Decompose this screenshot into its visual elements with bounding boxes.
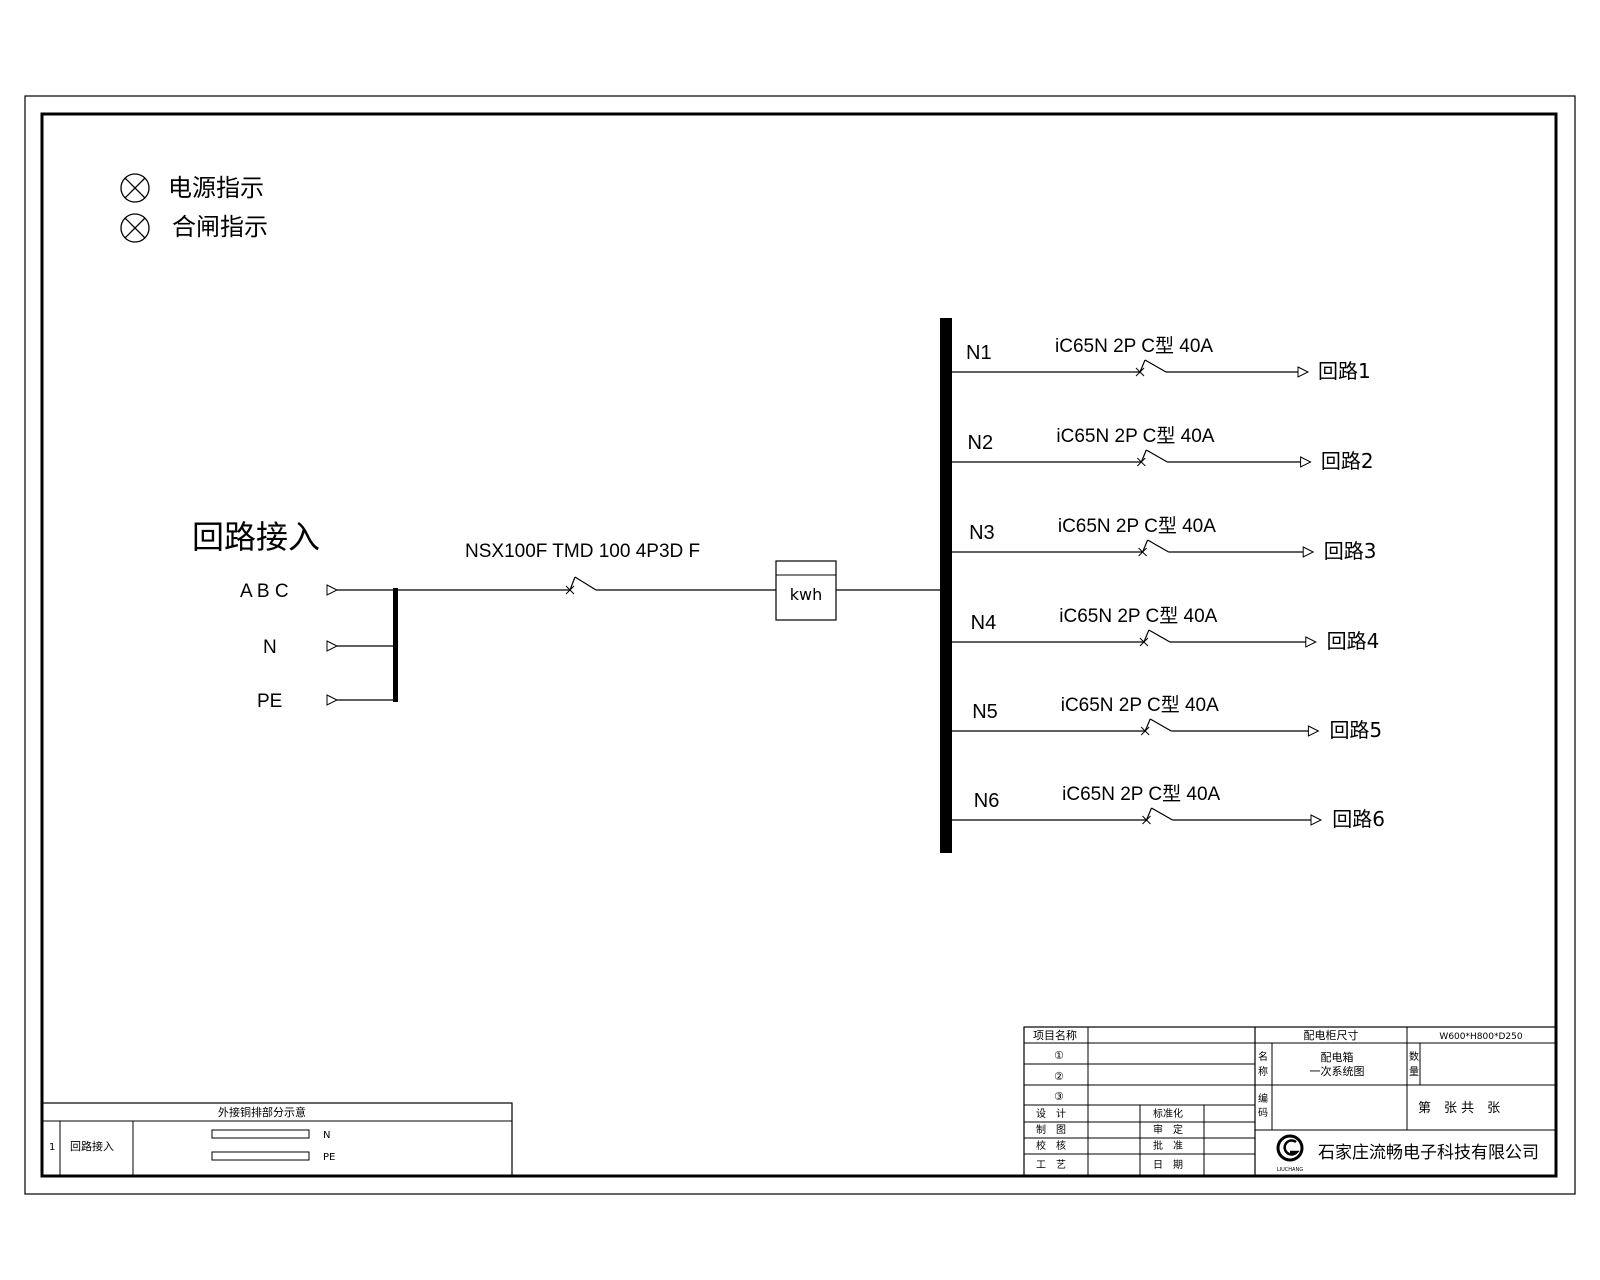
power-indicator-label: 电源指示: [168, 174, 264, 202]
outgoing-arrow-icon: [1310, 814, 1323, 826]
copper-table-title: 外接铜排部分示意: [218, 1105, 306, 1119]
cabinet-size-value: W600*H800*D250: [1439, 1032, 1522, 1042]
project-name-label: 项目名称: [1033, 1028, 1077, 1042]
branch-circuit-label: 回路6: [1332, 807, 1385, 831]
terminal-arrow-icon: [326, 694, 396, 706]
standardization-label: 标准化: [1153, 1107, 1183, 1120]
outgoing-arrow-icon: [1305, 636, 1317, 648]
review-label: 审 定: [1153, 1123, 1183, 1136]
branch-breaker-label: iC65N 2P C型 40A: [1061, 694, 1219, 716]
sheet-info: 第 张 共 张: [1418, 1101, 1500, 1116]
title-block: [1023, 1026, 1557, 1177]
copper-bar-pe: [211, 1151, 310, 1161]
name-label-char-2: 称: [1258, 1065, 1268, 1078]
copper-table-row-index: 1: [49, 1142, 55, 1153]
branch-circuit-label: 回路5: [1329, 718, 1382, 742]
copper-bar-pe-label: PE: [323, 1152, 335, 1163]
breaker-switch-icon: [1136, 449, 1168, 467]
branch-circuit: N2 iC65N 2P C型 40A 回路2: [952, 425, 1374, 473]
phase-label-n: N: [263, 637, 277, 658]
incoming-busbar: [393, 588, 398, 702]
branch-circuit-label: 回路3: [1324, 539, 1377, 563]
meter-label: kwh: [790, 585, 823, 604]
branch-bus-label: N5: [972, 701, 998, 723]
branch-circuit: N3 iC65N 2P C型 40A 回路3: [952, 515, 1376, 563]
quantity-label-char-1: 数: [1409, 1050, 1419, 1063]
copper-table-row-label: 回路接入: [70, 1140, 114, 1153]
inner-frame: [40, 112, 1558, 1178]
branch-breaker-label: iC65N 2P C型 40A: [1059, 605, 1217, 627]
branch-bus-label: N1: [966, 342, 992, 364]
outgoing-arrow-icon: [1297, 366, 1310, 378]
branch-circuit: N4 iC65N 2P C型 40A 回路4: [952, 605, 1379, 653]
branch-breaker-label: iC65N 2P C型 40A: [1062, 783, 1220, 805]
design-label: 设 计: [1036, 1107, 1066, 1120]
branch-circuit: N5 iC65N 2P C型 40A 回路5: [952, 694, 1382, 742]
revision-1: ①: [1054, 1049, 1064, 1062]
code-label-char-1: 编: [1258, 1092, 1268, 1105]
approve-label: 批 准: [1153, 1139, 1183, 1152]
revision-3: ③: [1054, 1090, 1064, 1103]
indicator-lamp-icon: [120, 213, 150, 243]
revision-2: ②: [1054, 1070, 1064, 1083]
breaker-switch-icon: [1135, 359, 1167, 377]
copper-bar-n-label: N: [323, 1130, 330, 1141]
terminal-arrow-icon: [326, 584, 396, 596]
branch-circuit-label: 回路2: [1321, 449, 1374, 473]
breaker-switch-icon: [1139, 629, 1171, 647]
branch-breaker-label: iC65N 2P C型 40A: [1055, 335, 1213, 357]
branch-bus-label: N3: [969, 522, 995, 544]
indicator-legend: 电源指示 合闸指示: [120, 173, 268, 243]
branch-bus-label: N2: [968, 432, 994, 454]
phase-label-abc: A B C: [240, 581, 289, 602]
company-name: 石家庄流畅电子科技有限公司: [1318, 1143, 1539, 1163]
name-label-char-1: 名: [1258, 1050, 1268, 1063]
branch-breaker-label: iC65N 2P C型 40A: [1056, 425, 1214, 447]
outgoing-arrow-icon: [1302, 546, 1315, 558]
quantity-label-char-2: 量: [1409, 1066, 1419, 1078]
breaker-switch-icon: [1140, 718, 1172, 736]
company-logo-icon: [1276, 1134, 1304, 1162]
branch-circuit-label: 回路4: [1327, 629, 1380, 653]
branch-bus-label: N6: [974, 790, 1000, 812]
breaker-switch-icon: [565, 576, 597, 595]
check-label: 校 核: [1036, 1139, 1066, 1152]
phase-label-pe: PE: [257, 691, 282, 712]
copper-bar-n: [211, 1129, 310, 1139]
drawing-name-line-1: 配电箱: [1321, 1050, 1354, 1064]
process-label: 工 艺: [1036, 1159, 1066, 1171]
main-breaker-label: NSX100F TMD 100 4P3D F: [465, 541, 700, 562]
main-busbar: [940, 318, 952, 853]
drawing-name-line-2: 一次系统图: [1310, 1064, 1365, 1078]
closing-indicator-label: 合闸指示: [172, 213, 268, 241]
breaker-switch-icon: [1142, 807, 1173, 825]
date-label: 日 期: [1153, 1159, 1183, 1171]
outer-frame: [24, 95, 1576, 1195]
code-label-char-2: 码: [1258, 1107, 1268, 1119]
indicator-lamp-icon: [120, 173, 150, 203]
company-logo-text: LIUCHANG: [1277, 1167, 1303, 1173]
branch-circuit-label: 回路1: [1318, 359, 1371, 383]
cabinet-size-label: 配电柜尺寸: [1304, 1028, 1359, 1042]
incoming-title: 回路接入: [192, 518, 320, 556]
branch-circuit: N6 iC65N 2P C型 40A 回路6: [952, 783, 1385, 831]
copper-bar-table: [41, 1102, 513, 1177]
terminal-arrow-icon: [326, 640, 396, 652]
outgoing-arrow-icon: [1300, 456, 1312, 468]
drawing-label: 制 图: [1036, 1123, 1066, 1136]
breaker-switch-icon: [1138, 539, 1169, 557]
branch-breaker-label: iC65N 2P C型 40A: [1058, 515, 1216, 537]
branch-circuit: N1 iC65N 2P C型 40A 回路1: [952, 335, 1371, 383]
branch-bus-label: N4: [971, 612, 997, 634]
outgoing-arrow-icon: [1307, 725, 1320, 737]
